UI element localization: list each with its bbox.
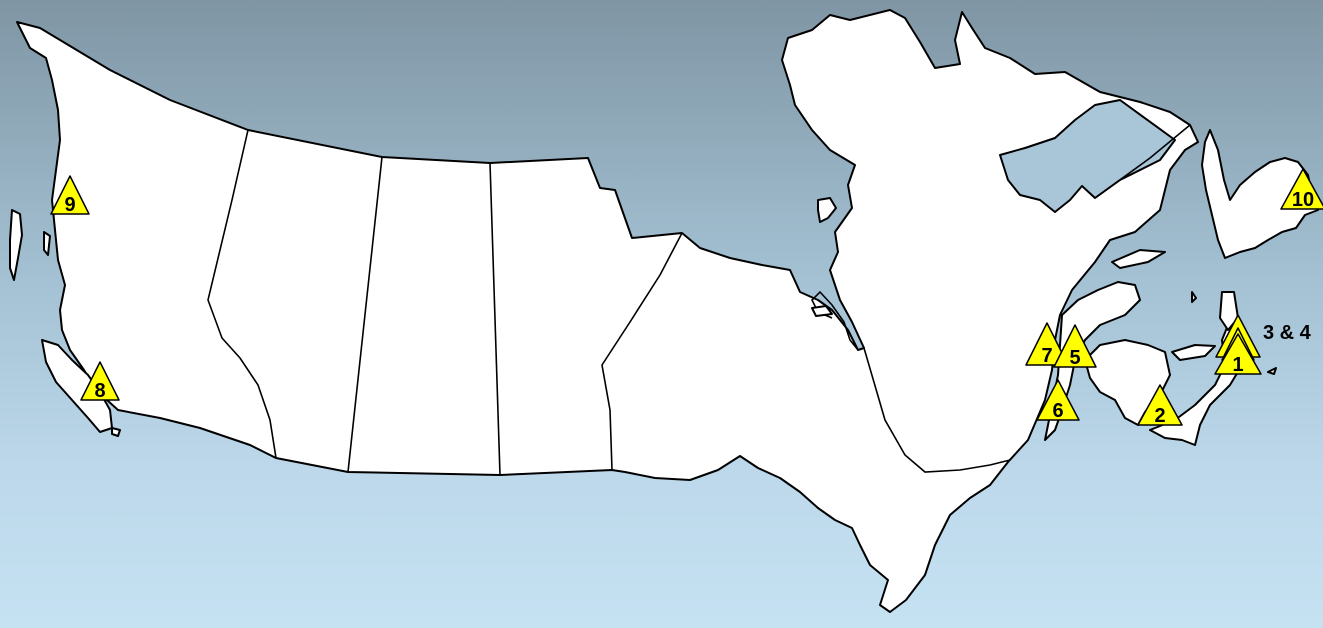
border-manitoba-ontario xyxy=(601,232,683,471)
marker-10-label: 10 xyxy=(1292,189,1314,211)
border-alberta-saskatchewan xyxy=(347,156,383,473)
sable-islet xyxy=(1267,367,1277,375)
small-islet xyxy=(1191,291,1197,303)
marker-7[interactable]: 7 xyxy=(1025,322,1069,367)
callout-3-and-4: 3 & 4 xyxy=(1263,322,1312,344)
prince-edward-island xyxy=(1171,344,1216,361)
marker-1[interactable]: 1 xyxy=(1214,333,1262,376)
marker-10[interactable]: 10 xyxy=(1280,168,1323,211)
small-island-bc xyxy=(111,427,121,437)
marker-8[interactable]: 8 xyxy=(80,361,120,402)
haida-gwaii-south xyxy=(43,231,51,256)
mainland-canada xyxy=(16,9,1199,613)
marker-2-label: 2 xyxy=(1154,405,1165,427)
border-quebec-labrador xyxy=(1094,124,1191,199)
marker-1-label: 1 xyxy=(1232,354,1243,376)
marker-5[interactable]: 5 xyxy=(1053,324,1097,369)
marker-2[interactable]: 2 xyxy=(1137,384,1183,427)
marker-6-label: 6 xyxy=(1052,400,1063,422)
border-ontario-quebec xyxy=(863,347,1011,473)
marker-8-label: 8 xyxy=(94,380,105,402)
border-saskatchewan-manitoba xyxy=(489,162,501,476)
akimiski-island xyxy=(811,305,833,317)
haida-gwaii xyxy=(9,209,23,281)
marker-9-label: 9 xyxy=(64,194,75,216)
marker-5-label: 5 xyxy=(1069,347,1080,369)
marker-9[interactable]: 9 xyxy=(50,175,90,216)
hudson-bay-island xyxy=(817,197,837,223)
marker-7-label: 7 xyxy=(1041,345,1052,367)
newfoundland xyxy=(1201,129,1319,259)
anticosti-island xyxy=(1111,249,1166,269)
border-bc-alberta xyxy=(207,129,277,459)
marker-6[interactable]: 6 xyxy=(1036,379,1080,422)
